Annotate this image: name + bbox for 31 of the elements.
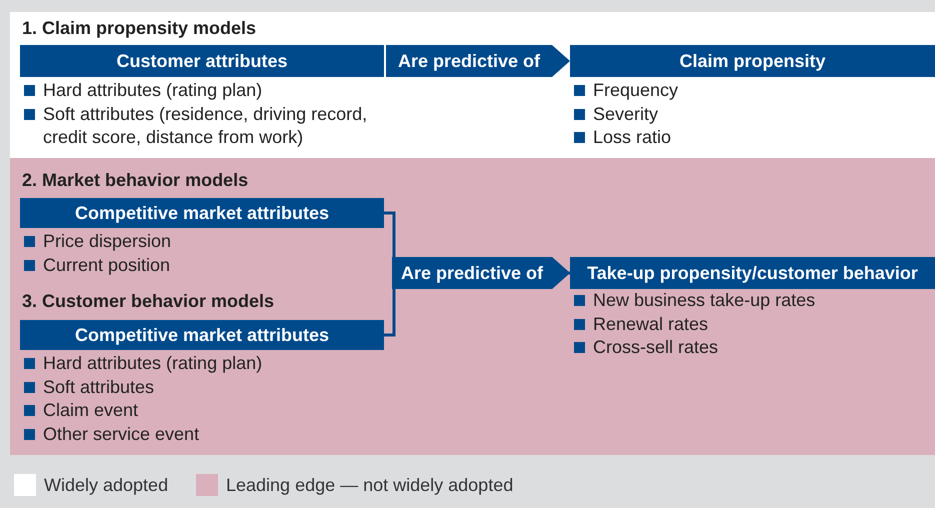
header-bar: Competitive market attributes xyxy=(20,198,384,228)
edge-label: Are predictive of xyxy=(401,262,544,284)
section-heading: 3. Customer behavior models xyxy=(22,291,274,312)
section-panel xyxy=(10,158,935,455)
bullet-item: Renewal rates xyxy=(572,312,932,336)
bullet-item: Frequency xyxy=(572,79,932,102)
bullet-item: New business take-up rates xyxy=(572,289,932,312)
bullet-item: Soft attributes (residence, driving record, credit score, distance from work) xyxy=(22,102,402,150)
arrow-body xyxy=(392,257,552,289)
edge-label: Are predictive of xyxy=(398,50,540,72)
header-bar: Take-up propensity/customer behavior xyxy=(570,257,935,289)
bracket-line xyxy=(384,257,570,336)
legend-label: Widely adopted xyxy=(44,474,168,496)
bullet-item: Price dispersion xyxy=(22,230,382,254)
header-bar: Customer attributes xyxy=(20,45,384,77)
section-heading: 1. Claim propensity models xyxy=(22,18,256,39)
chevron-arrow xyxy=(386,45,570,77)
bullet-item: Hard attributes (rating plan) xyxy=(22,79,402,102)
section-panel xyxy=(10,12,935,158)
bullet-item: Hard attributes (rating plan) xyxy=(22,352,382,376)
section-heading: 2. Market behavior models xyxy=(22,170,248,191)
legend-label: Leading edge — not widely adopted xyxy=(226,474,514,496)
header-bar: Competitive market attributes xyxy=(20,320,384,350)
bullet-item: Soft attributes xyxy=(22,376,382,399)
header-bar: Claim propensity xyxy=(570,45,935,77)
bullet-item: Claim event xyxy=(22,399,382,422)
bullet-item: Current position xyxy=(22,254,382,277)
bullet-item: Severity xyxy=(572,102,932,126)
bullet-item: Loss ratio xyxy=(572,126,932,150)
bullet-item: Cross-sell rates xyxy=(572,336,932,360)
bullet-item: Other service event xyxy=(22,422,382,446)
